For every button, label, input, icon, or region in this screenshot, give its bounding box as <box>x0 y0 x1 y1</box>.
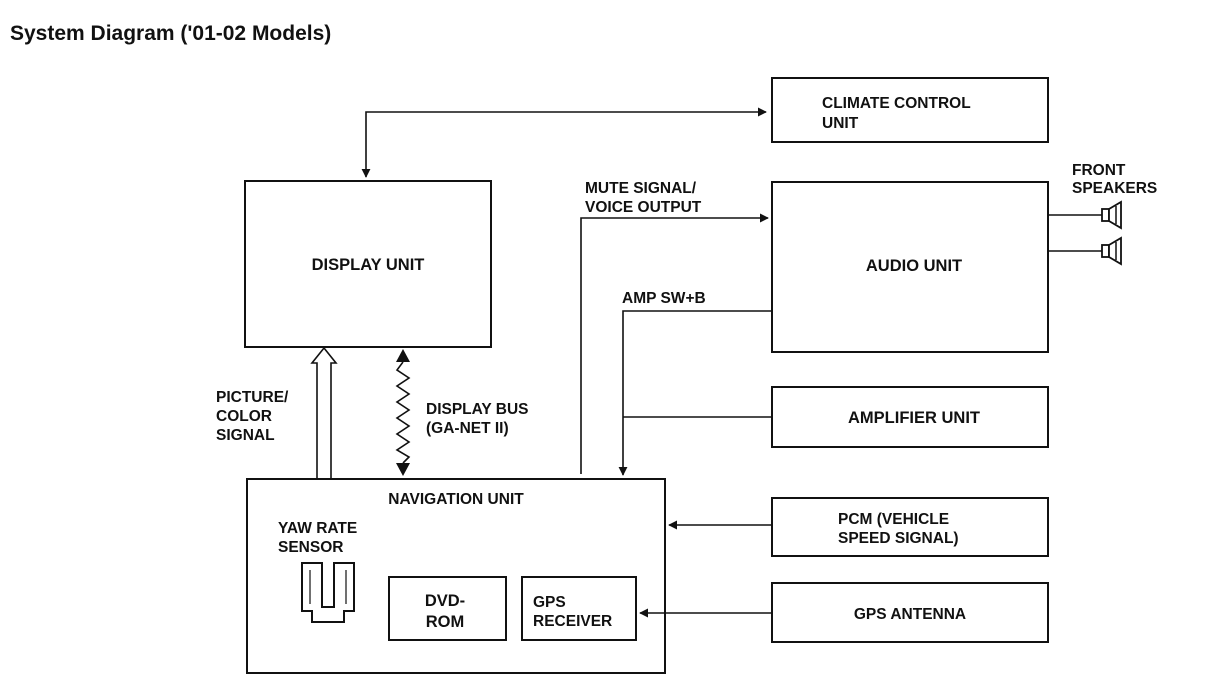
gps-receiver-label: GPS <box>533 594 566 611</box>
pcm-box <box>771 497 1049 557</box>
picture-signal-label: COLOR <box>216 408 272 425</box>
picture-signal-label: SIGNAL <box>216 427 275 444</box>
front-speakers-label: FRONT <box>1072 162 1126 179</box>
diagram-title: System Diagram ('01-02 Models) <box>10 22 332 45</box>
pcm-label: PCM (VEHICLE <box>838 511 949 528</box>
pcm-label: SPEED SIGNAL) <box>838 530 959 547</box>
mute-signal-label: VOICE OUTPUT <box>585 199 702 216</box>
climate-control-unit-label: CLIMATE CONTROL <box>822 95 971 112</box>
gps-receiver-box <box>521 576 637 641</box>
climate-control-unit-box <box>771 77 1049 143</box>
display-bus-label: (GA-NET II) <box>426 420 509 437</box>
yaw-rate-sensor-icon <box>301 562 355 623</box>
mute-signal-label: MUTE SIGNAL/ <box>585 180 697 197</box>
climate-control-unit-label: UNIT <box>822 115 859 132</box>
display-bus-label: DISPLAY BUS <box>426 401 529 418</box>
gps-receiver-label: RECEIVER <box>533 613 612 630</box>
audio-unit-box <box>771 181 1049 353</box>
mute-signal-line <box>580 213 769 474</box>
amplifier-unit-label: AMPLIFIER UNIT <box>848 409 980 427</box>
dvd-rom-label: DVD- <box>425 592 465 610</box>
navigation-unit-box <box>246 478 666 674</box>
climate-display-link <box>361 107 767 178</box>
yaw-rate-sensor-label: SENSOR <box>278 539 343 556</box>
audio-unit-label: AUDIO UNIT <box>866 257 962 275</box>
display-unit-label: DISPLAY UNIT <box>312 256 425 274</box>
amp-sw-label: AMP SW+B <box>622 290 706 307</box>
navigation-unit-label: NAVIGATION UNIT <box>388 491 524 508</box>
picture-signal-arrow <box>310 346 338 478</box>
picture-signal-label: PICTURE/ <box>216 389 289 406</box>
dvd-rom-label: ROM <box>426 613 465 631</box>
display-bus-link <box>395 349 411 476</box>
display-unit-box <box>244 180 492 348</box>
speaker-icon <box>1101 236 1122 266</box>
front-speakers-label: SPEAKERS <box>1072 180 1157 197</box>
amp-sw-line <box>618 310 772 476</box>
dvd-rom-box <box>388 576 507 641</box>
gps-antenna-label: GPS ANTENNA <box>854 606 966 623</box>
speaker-icon <box>1101 200 1122 230</box>
yaw-rate-sensor-label: YAW RATE <box>278 520 357 537</box>
